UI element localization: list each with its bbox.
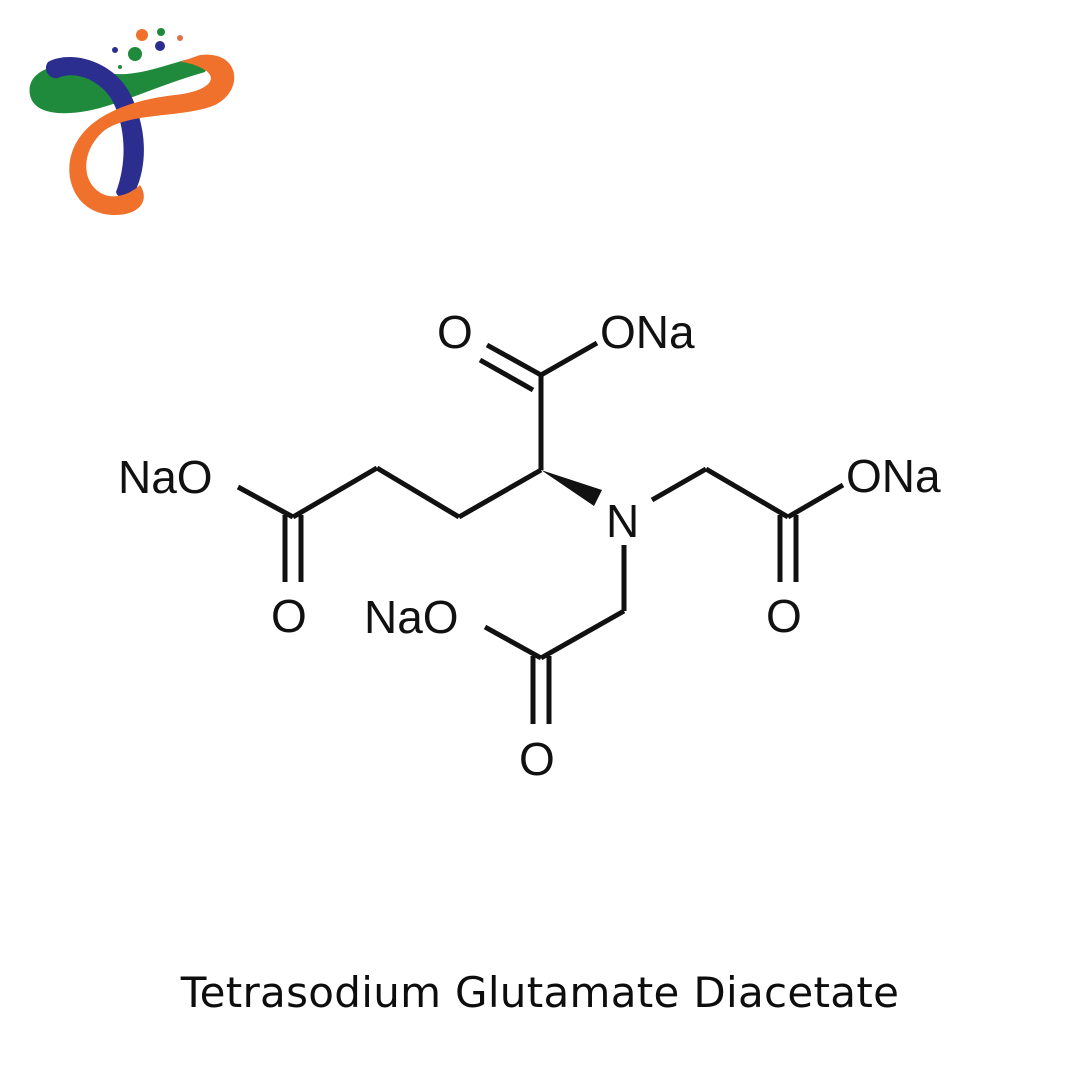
bond	[478, 357, 535, 393]
logo-dot	[136, 29, 148, 41]
bond	[786, 482, 845, 520]
bond	[485, 342, 543, 378]
bond	[539, 340, 599, 378]
bond	[539, 608, 626, 661]
logo-dot	[177, 35, 183, 41]
wedge-bond	[541, 470, 602, 506]
bond	[650, 466, 708, 503]
bond	[704, 466, 790, 520]
atom-label-left-o: O	[271, 590, 307, 642]
logo-dot	[128, 47, 142, 61]
logo-blue-band	[45, 57, 144, 199]
compound-name-caption: Tetrasodium Glutamate Diacetate	[180, 968, 900, 1017]
chemical-structure: O ONa NaO O N ONa O NaO O	[118, 306, 941, 785]
logo-dot	[118, 65, 122, 69]
logo-dot	[112, 47, 118, 53]
atom-label-bottom-nao: NaO	[364, 591, 459, 643]
logo-dot	[157, 28, 165, 36]
bond	[291, 465, 379, 520]
atom-label-left-nao: NaO	[118, 451, 213, 503]
atom-label-right-ona: ONa	[846, 450, 941, 502]
atom-label-top-ona: ONa	[600, 306, 695, 358]
logo-orange-band	[69, 54, 235, 215]
bond	[375, 465, 461, 520]
logo-dot	[155, 41, 165, 51]
brand-logo	[29, 28, 235, 215]
atom-label-n: N	[606, 495, 639, 547]
atom-label-top-o: O	[437, 306, 473, 358]
bond	[236, 484, 295, 520]
atom-label-right-o: O	[766, 590, 802, 642]
bond	[483, 624, 543, 661]
atom-label-bottom-o: O	[519, 733, 555, 785]
bond	[457, 467, 543, 520]
